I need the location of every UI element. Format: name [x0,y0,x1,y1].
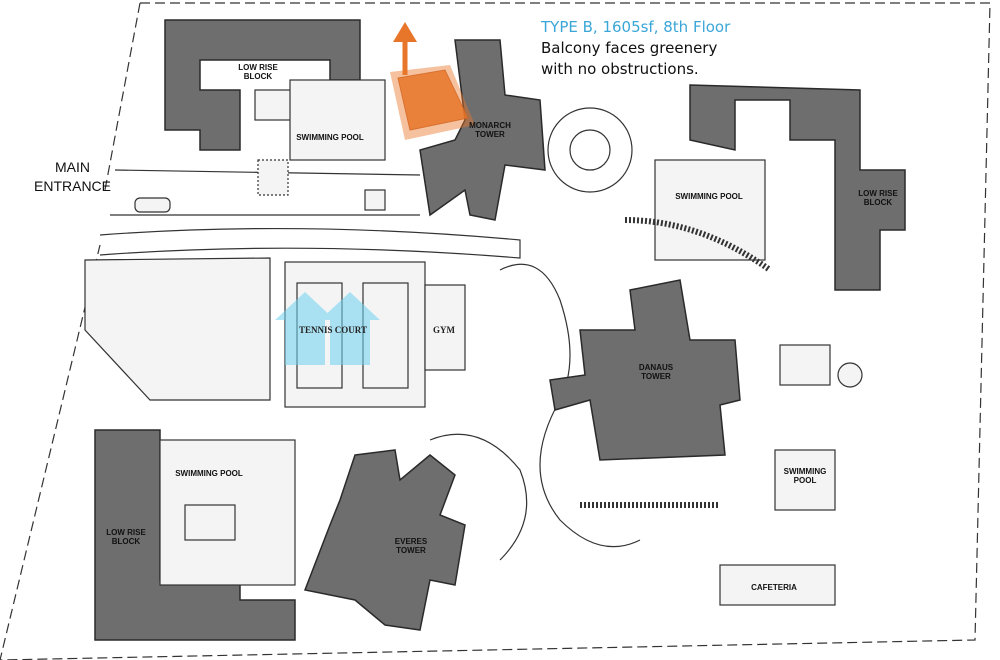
label-monarch-2: TOWER [475,130,505,139]
label-cafeteria: CAFETERIA [751,583,797,592]
cafeteria-building [719,564,836,606]
main-entrance-label: MAIN ENTRANCE [34,158,111,196]
tennis-court-2 [362,282,409,389]
kiosk [364,189,386,211]
label-low-rise-e-2: BLOCK [864,198,893,207]
label-pool-se-2: POOL [794,476,817,485]
label-low-rise-e: LOW RISE [858,189,898,198]
label-pool-se: SWIMMING [784,467,827,476]
label-everes: EVERES [395,537,428,546]
steps [257,159,289,196]
pool-ne [654,159,766,261]
pool-water [184,504,236,541]
label-low-rise-nw-2: BLOCK [244,72,273,81]
label-gym: GYM [433,325,456,335]
callout-title: TYPE B, 1605sf, 8th Floor [541,18,731,36]
path-curve [429,433,528,561]
label-everes-2: TOWER [396,546,426,555]
pool-se [774,449,836,511]
lawn [84,257,271,401]
everes-tower [303,449,466,631]
gym-building [424,284,466,371]
label-pool-nw: SWIMMING POOL [296,133,364,142]
low-rise-block-ne [689,84,906,291]
label-danaus-2: TOWER [641,372,671,381]
road [99,227,521,259]
label-pool-sw: SWIMMING POOL [175,469,243,478]
label-low-rise-sw-2: BLOCK [112,537,141,546]
stairs [624,217,772,273]
building-e [779,344,831,386]
pool-nw [289,79,386,161]
label-tennis-court: TENNIS COURT [299,325,367,335]
roundabout-inner [569,129,611,171]
round-structure [837,362,863,388]
arrow-up-icon [393,22,417,42]
label-danaus: DANAUS [639,363,674,372]
roundabout [547,107,633,193]
label-monarch: MONARCH [469,121,511,130]
label-pool-ne: SWIMMING POOL [675,192,743,201]
highlight-unit [397,69,469,131]
label-low-rise-sw: LOW RISE [106,528,146,537]
watermark-logo [275,292,380,365]
callout-line1: Balcony faces greenery [541,39,718,57]
main-entrance-line2: ENTRANCE [34,178,112,194]
callout-line2: with no obstructions. [541,60,699,78]
site-boundary-west [104,2,141,191]
monarch-tower [419,39,546,221]
danaus-tower [549,279,741,461]
main-entrance-line1: MAIN [55,159,90,175]
label-low-rise-nw: LOW RISE [238,63,278,72]
highlight-unit-shadow [390,65,475,140]
car [134,197,171,213]
unit-callout: TYPE B, 1605sf, 8th Floor Balcony faces … [541,17,730,80]
